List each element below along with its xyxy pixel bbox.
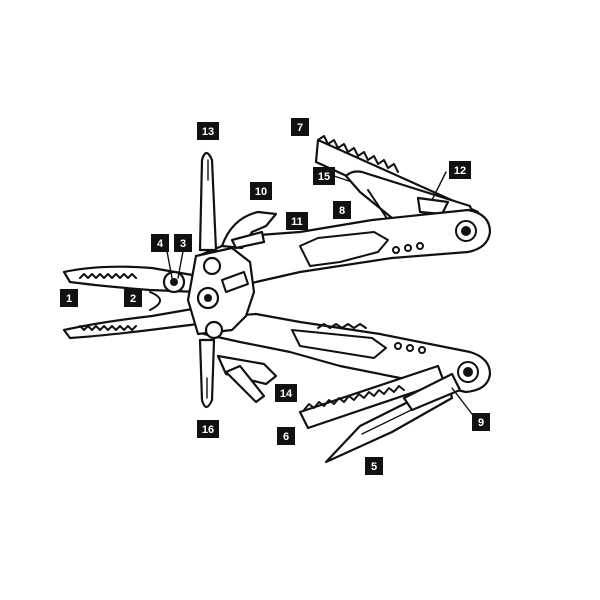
svg-text:13: 13 <box>202 126 214 138</box>
svg-text:7: 7 <box>297 122 303 134</box>
callout-4: 4 <box>151 234 169 252</box>
callout-3: 3 <box>174 234 192 252</box>
screwdriver-upper <box>198 151 218 252</box>
callout-13: 13 <box>197 122 219 140</box>
callout-8: 8 <box>333 201 351 219</box>
callout-10: 10 <box>250 182 272 200</box>
svg-text:11: 11 <box>291 216 303 228</box>
screwdriver-lower <box>198 338 216 409</box>
pivot-assembly <box>162 246 256 340</box>
svg-text:12: 12 <box>454 165 466 177</box>
callout-7: 7 <box>291 118 309 136</box>
svg-text:10: 10 <box>255 186 267 198</box>
callout-14: 14 <box>275 384 297 402</box>
svg-text:4: 4 <box>157 238 164 250</box>
svg-text:8: 8 <box>339 205 345 217</box>
svg-text:9: 9 <box>478 417 484 429</box>
can-opener <box>220 210 278 250</box>
svg-text:15: 15 <box>318 171 330 183</box>
callout-12: 12 <box>449 161 471 179</box>
callout-11: 11 <box>286 212 308 230</box>
svg-text:1: 1 <box>66 293 72 305</box>
callout-6: 6 <box>277 427 295 445</box>
callout-16: 16 <box>197 420 219 438</box>
leader-lines <box>165 171 473 415</box>
callout-2: 2 <box>124 289 142 307</box>
callout-9: 9 <box>472 413 490 431</box>
file-tool <box>402 372 462 412</box>
callout-1: 1 <box>60 289 78 307</box>
svg-text:3: 3 <box>180 238 186 250</box>
svg-text:5: 5 <box>371 461 377 473</box>
callout-5: 5 <box>365 457 383 475</box>
svg-text:2: 2 <box>130 293 136 305</box>
svg-text:16: 16 <box>202 424 214 436</box>
multitool-illustration <box>62 135 492 464</box>
upper-handle <box>196 208 492 298</box>
svg-text:14: 14 <box>280 388 293 400</box>
svg-text:6: 6 <box>283 431 289 443</box>
awl-tool <box>216 354 278 404</box>
callout-15: 15 <box>313 167 335 185</box>
